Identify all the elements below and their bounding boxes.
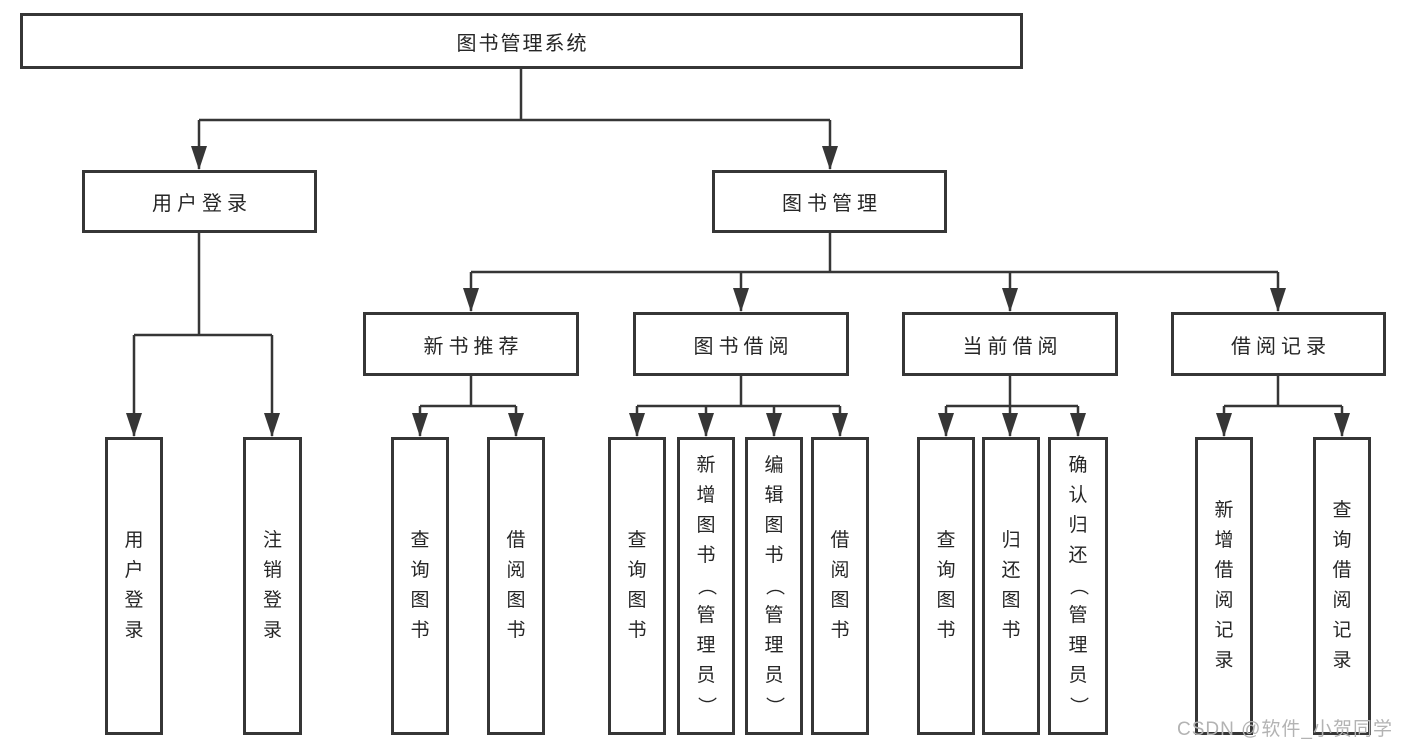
- watermark: CSDN @软件_小贺同学: [1177, 719, 1393, 740]
- node-current-borrow: 当前借阅: [902, 312, 1118, 376]
- leaf-user-login: 用户登录: [105, 437, 163, 735]
- node-label: 用户登录: [124, 530, 144, 641]
- leaf-add-borrow-record: 新增借阅记录: [1195, 437, 1253, 735]
- node-new-book-recommend: 新书推荐: [363, 312, 579, 376]
- node-label: 图书借阅: [693, 335, 794, 358]
- node-label: 当前借阅: [962, 335, 1063, 358]
- node-library-management-system: 图书管理系统: [20, 13, 1023, 69]
- node-label: 新书推荐: [423, 335, 524, 358]
- node-label: 新增图书（管理员）: [695, 455, 717, 716]
- leaf-return-books: 归还图书: [982, 437, 1040, 735]
- node-label: 归还图书: [1001, 530, 1021, 641]
- leaf-query-books-current: 查询图书: [917, 437, 975, 735]
- node-borrow-records: 借阅记录: [1171, 312, 1386, 376]
- node-label: 查询图书: [936, 530, 956, 641]
- node-label: 新增借阅记录: [1214, 500, 1234, 671]
- leaf-borrow-books: 借阅图书: [811, 437, 869, 735]
- leaf-query-books-recommend: 查询图书: [391, 437, 449, 735]
- node-label: 注销登录: [262, 530, 282, 641]
- node-label: 查询图书: [627, 530, 647, 641]
- node-book-management: 图书管理: [712, 170, 947, 233]
- node-label: 确认归还（管理员）: [1067, 455, 1089, 716]
- node-label: 借阅记录: [1231, 335, 1331, 358]
- leaf-edit-books-admin: 编辑图书（管理员）: [745, 437, 803, 735]
- node-book-borrow: 图书借阅: [633, 312, 849, 376]
- node-label: 借阅图书: [830, 530, 850, 641]
- leaf-add-books-admin: 新增图书（管理员）: [677, 437, 735, 735]
- leaf-query-books-borrow: 查询图书: [608, 437, 666, 735]
- node-label: 查询借阅记录: [1332, 500, 1352, 671]
- leaf-borrow-books-recommend: 借阅图书: [487, 437, 545, 735]
- node-label: 图书管理系统: [456, 32, 589, 55]
- leaf-query-borrow-record: 查询借阅记录: [1313, 437, 1371, 735]
- node-label: 查询图书: [410, 530, 430, 641]
- node-user-login: 用户登录: [82, 170, 317, 233]
- node-label: 借阅图书: [506, 530, 526, 641]
- leaf-logout: 注销登录: [243, 437, 302, 735]
- node-label: 编辑图书（管理员）: [763, 455, 785, 716]
- node-label: 用户登录: [152, 193, 252, 215]
- node-label: 图书管理: [782, 193, 882, 215]
- leaf-confirm-return-admin: 确认归还（管理员）: [1048, 437, 1108, 735]
